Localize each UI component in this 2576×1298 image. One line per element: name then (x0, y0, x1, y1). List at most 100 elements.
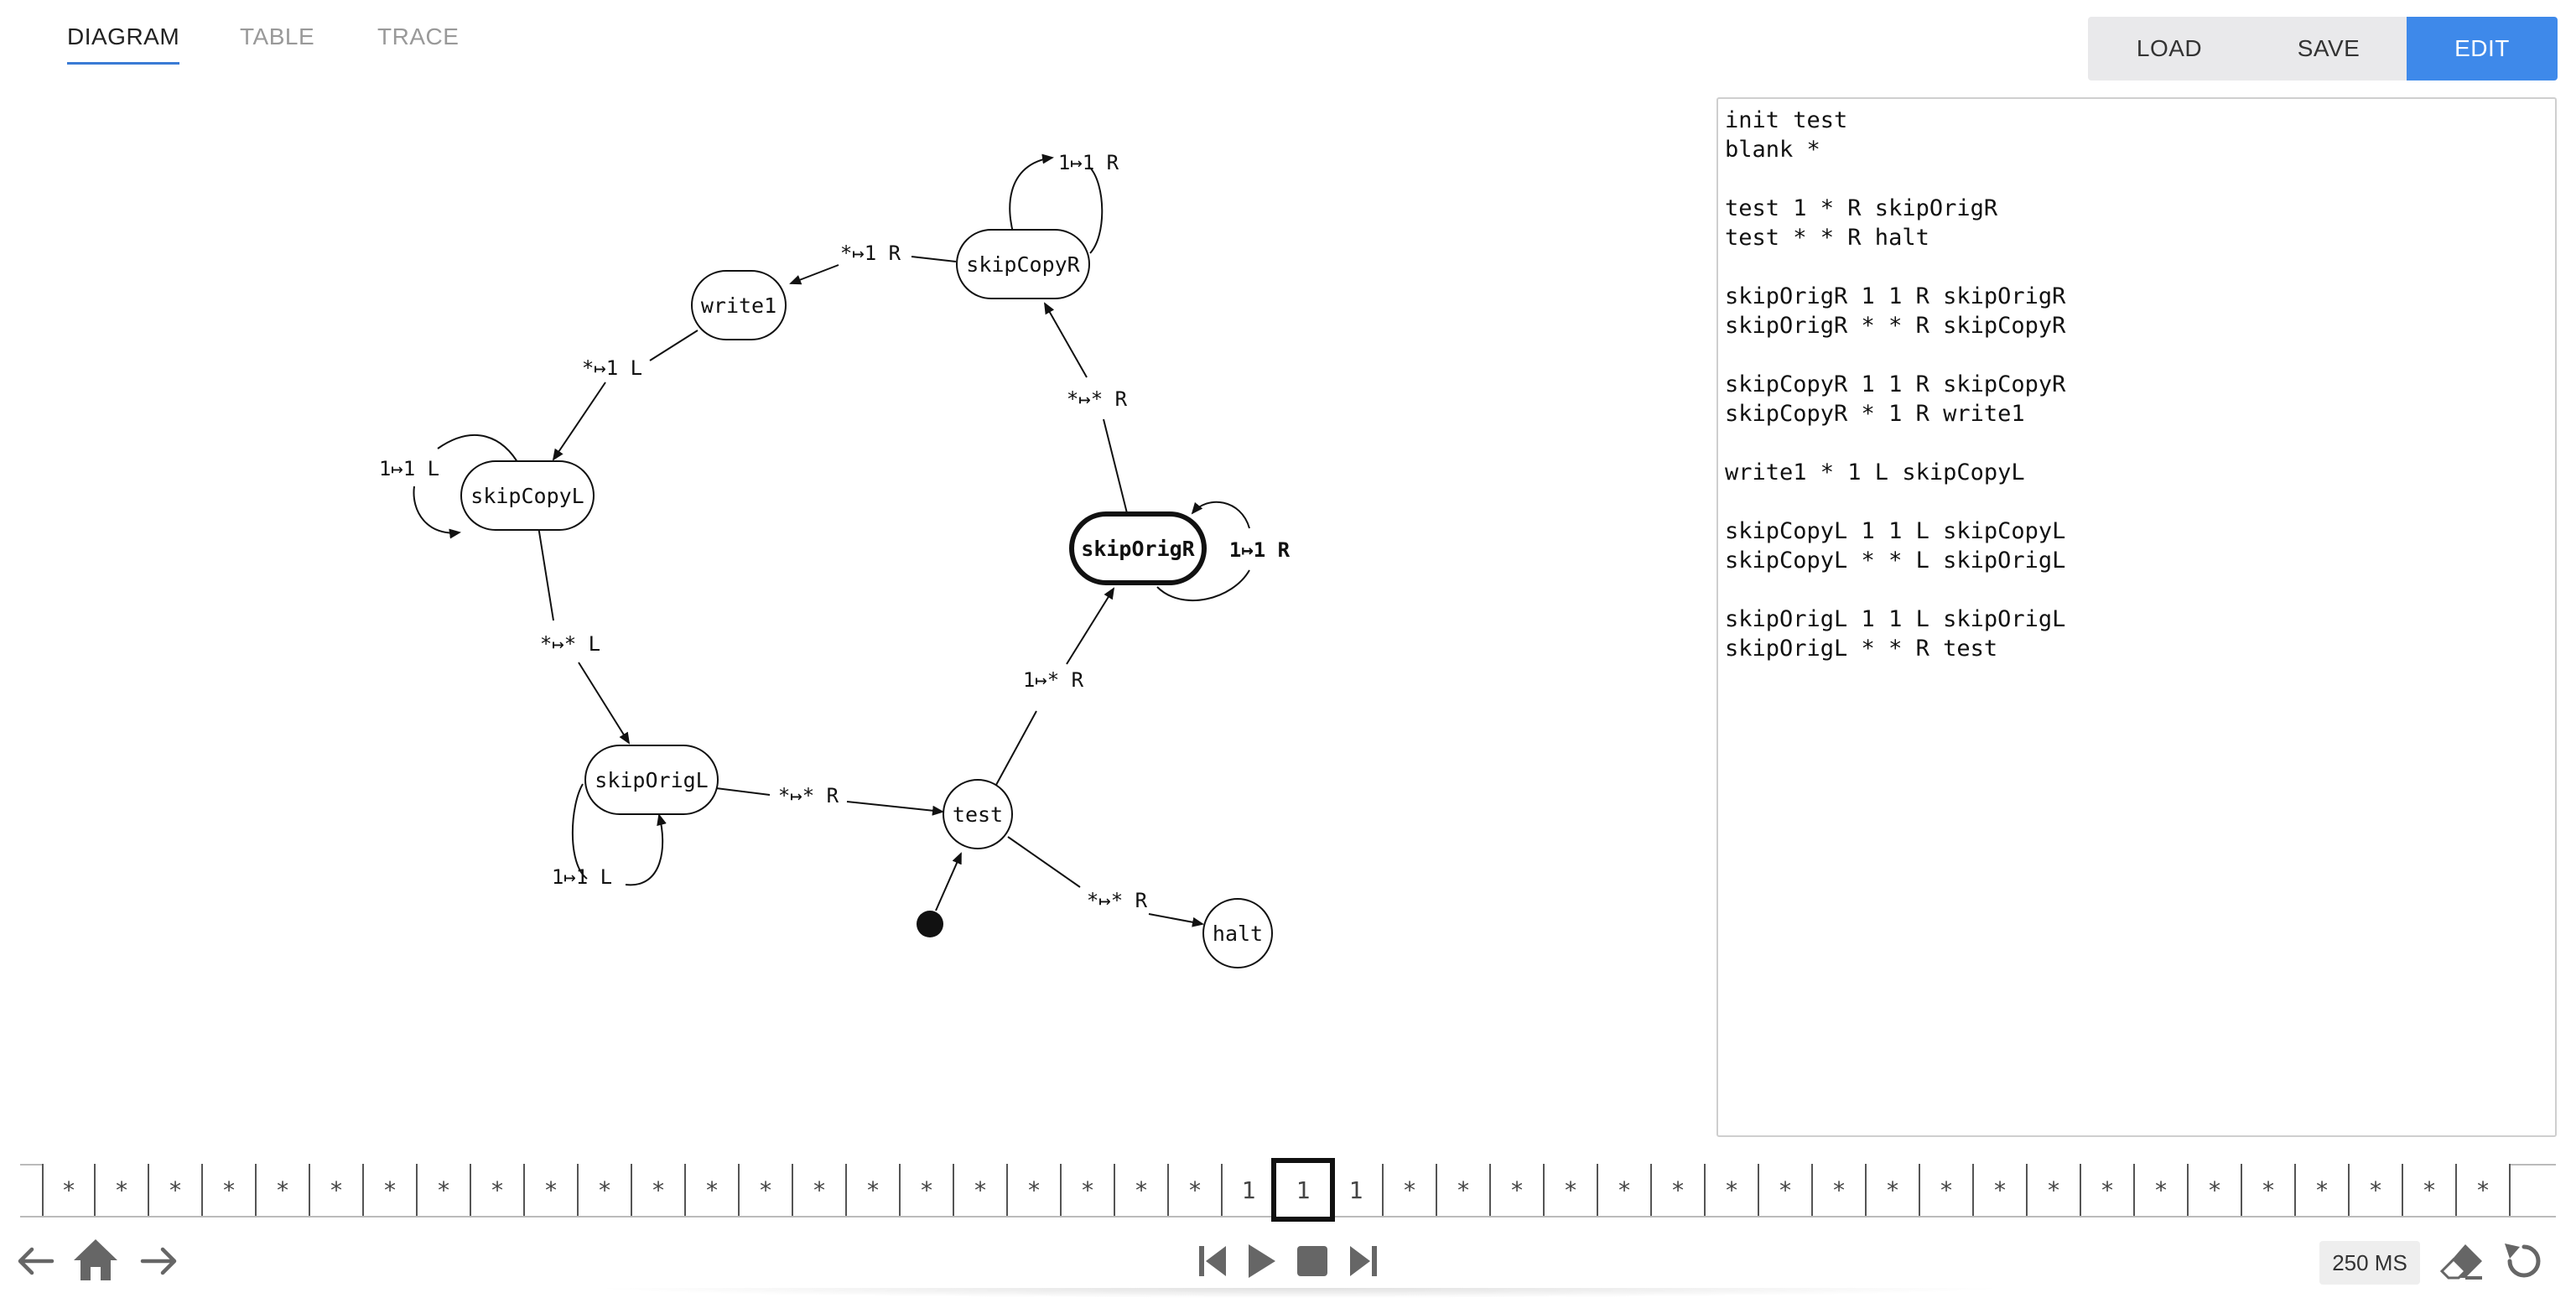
tape-cell[interactable]: * (1545, 1164, 1598, 1216)
code-line (1725, 428, 2548, 458)
edge-label-write1-skipcopyl: *↦1 L (582, 356, 642, 380)
eraser-icon[interactable] (2438, 1238, 2485, 1285)
tape-cell[interactable]: * (954, 1164, 1008, 1216)
edge-skiporigr-loop-a (1156, 569, 1250, 602)
speed-selector[interactable]: 250 MS (2319, 1241, 2420, 1285)
edge-test-halt-a (1007, 836, 1081, 888)
home-icon[interactable] (70, 1234, 121, 1285)
tape-cell[interactable]: * (2242, 1164, 2296, 1216)
code-line: skipOrigR 1 1 R skipOrigR (1725, 283, 2066, 309)
skip-back-icon[interactable] (1194, 1241, 1231, 1281)
state-skiporigr[interactable] (1069, 511, 1207, 585)
tape-cell[interactable]: * (2403, 1164, 2457, 1216)
tape-cell[interactable]: * (1169, 1164, 1223, 1216)
tape-cell[interactable]: * (847, 1164, 901, 1216)
tape-cell[interactable]: * (2457, 1164, 2511, 1216)
tape-cell[interactable]: * (1920, 1164, 1974, 1216)
state-halt[interactable] (1202, 898, 1273, 968)
edge-label-skiporigl-loop: 1↦1 L (552, 865, 612, 889)
state-diagram: skipCopyR write1 skipCopyL skipOrigR ski… (0, 84, 1677, 1140)
tape-cell[interactable]: * (203, 1164, 257, 1216)
tape-cell[interactable]: * (1706, 1164, 1759, 1216)
edge-skiporigl-loop-a (571, 783, 588, 880)
edge-skiporigr-skipcopyr-a (1103, 418, 1128, 514)
skip-forward-icon[interactable] (1345, 1241, 1382, 1281)
save-button[interactable]: SAVE (2251, 17, 2407, 80)
state-skiporigl[interactable] (584, 745, 719, 815)
tape-cell[interactable]: * (1008, 1164, 1062, 1216)
edge-label-skipcopyl-loop: 1↦1 L (379, 457, 439, 480)
arrow-right-icon[interactable] (136, 1238, 183, 1285)
tape-cell[interactable]: * (1759, 1164, 1813, 1216)
state-skipcopyr[interactable] (956, 229, 1090, 299)
tape-cell[interactable]: * (2135, 1164, 2189, 1216)
tape-cell[interactable]: * (1813, 1164, 1867, 1216)
tape-cell[interactable]: * (2081, 1164, 2135, 1216)
tape-cell[interactable]: * (686, 1164, 740, 1216)
tab-diagram[interactable]: DIAGRAM (67, 23, 180, 65)
tape-cell[interactable]: * (1598, 1164, 1652, 1216)
tape-cell[interactable]: * (1491, 1164, 1545, 1216)
tape-cell[interactable]: * (632, 1164, 686, 1216)
state-test[interactable] (943, 779, 1013, 849)
controls-bar (0, 1231, 2576, 1290)
edge-label-test-halt: *↦* R (1087, 889, 1148, 912)
tape-cell[interactable]: * (901, 1164, 954, 1216)
play-icon[interactable] (1243, 1241, 1280, 1281)
tape-cell[interactable]: * (793, 1164, 847, 1216)
tape-cell[interactable]: * (2350, 1164, 2403, 1216)
state-label-skiporigl: skipOrigL (595, 768, 708, 792)
code-line: skipCopyL * * L skipOrigL (1725, 548, 2066, 574)
state-write1[interactable] (691, 270, 787, 340)
state-label-test: test (953, 802, 1003, 827)
tape-cell[interactable]: * (1115, 1164, 1169, 1216)
edge-skipcopyr-write1-b (789, 264, 839, 285)
tape-cell[interactable]: * (1974, 1164, 2028, 1216)
tab-table[interactable]: TABLE (240, 23, 315, 49)
tape-cell[interactable]: * (1437, 1164, 1491, 1216)
tape-cell[interactable]: * (310, 1164, 364, 1216)
tape-cell[interactable]: * (257, 1164, 310, 1216)
code-line: test * * R halt (1725, 225, 1929, 251)
edge-write1-skipcopyl-a (649, 330, 699, 361)
reset-icon[interactable] (2501, 1238, 2547, 1285)
tape-cell[interactable]: * (2189, 1164, 2242, 1216)
state-skipcopyl[interactable] (460, 460, 595, 531)
tape-cell[interactable]: * (2028, 1164, 2081, 1216)
tape-cell[interactable]: * (579, 1164, 632, 1216)
tape-cell[interactable]: * (1062, 1164, 1115, 1216)
edge-label-skiporigl-test: *↦* R (778, 784, 839, 807)
code-line (1725, 252, 2548, 282)
edge-skipcopyr-write1-a (911, 256, 957, 262)
tape-cell[interactable]: * (525, 1164, 579, 1216)
code-line: init test (1725, 107, 1848, 133)
edge-write1-skipcopyl-b (552, 382, 606, 461)
arrow-left-icon[interactable] (12, 1238, 59, 1285)
code-line (1725, 164, 2548, 194)
tape-cell[interactable]: * (364, 1164, 418, 1216)
tape-cell[interactable]: * (471, 1164, 525, 1216)
load-button[interactable]: LOAD (2088, 17, 2251, 80)
stop-icon[interactable] (1293, 1241, 1332, 1281)
tape-cell[interactable]: * (1384, 1164, 1437, 1216)
tape-cell[interactable]: * (149, 1164, 203, 1216)
tape-cell[interactable]: * (96, 1164, 149, 1216)
edit-button[interactable]: EDIT (2407, 17, 2558, 80)
start-state-marker (917, 911, 943, 937)
code-line: skipCopyL 1 1 L skipCopyL (1725, 518, 2066, 544)
tape-cell[interactable]: 1 (1330, 1164, 1384, 1216)
tape-cell[interactable]: * (1867, 1164, 1920, 1216)
tape-cell[interactable]: 1 (1223, 1164, 1276, 1216)
tape-cell[interactable]: * (42, 1164, 96, 1216)
tab-trace[interactable]: TRACE (377, 23, 460, 49)
code-line (1725, 340, 2548, 370)
tape-cell[interactable]: * (418, 1164, 471, 1216)
edge-skiporigr-loop-b (1191, 501, 1250, 529)
tape-head-cell[interactable]: 1 (1271, 1158, 1335, 1222)
tape-cell[interactable]: * (2296, 1164, 2350, 1216)
edge-test-skiporigr-b (1066, 587, 1115, 665)
tape-cell[interactable]: * (740, 1164, 793, 1216)
tape-cell[interactable]: * (1652, 1164, 1706, 1216)
